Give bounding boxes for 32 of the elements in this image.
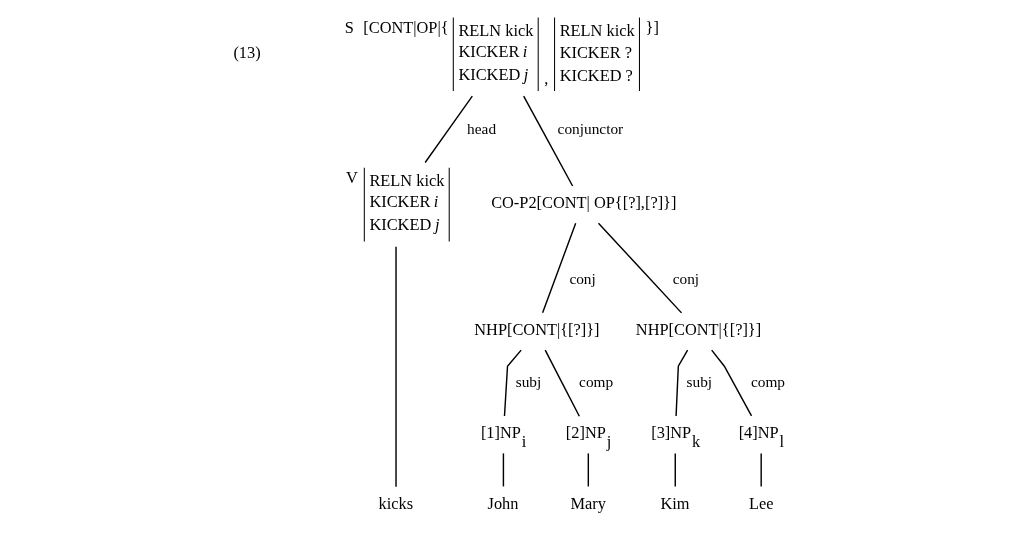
- connector: [760, 452, 762, 488]
- edge-label: conj: [569, 269, 596, 287]
- connector: [502, 452, 505, 488]
- connector: [522, 95, 574, 187]
- connector: [503, 349, 522, 417]
- edge-label: subj: [686, 373, 713, 391]
- edge-label: subj: [515, 373, 542, 391]
- node-text: NHP[CONT|{[?]}]: [635, 320, 762, 340]
- node-text: Kim: [660, 494, 690, 514]
- node-text: John: [487, 494, 519, 514]
- edge-label: conjunctor: [557, 119, 624, 137]
- node-text: kicks: [378, 494, 414, 514]
- node-text: NHP[CONT|{[?]}]: [474, 320, 600, 340]
- connector: [424, 95, 474, 164]
- connector: [710, 349, 753, 417]
- connector: [544, 349, 581, 417]
- label: (13): [233, 43, 261, 63]
- connector: [587, 452, 590, 488]
- edge-label: comp: [579, 373, 614, 391]
- connector: [395, 246, 397, 488]
- node-text: S [CONT|OP|{ RELN kick KICKER i KICKED j , RELN kick KICKER ? KICKED ? }]: [344, 17, 659, 88]
- connector: [597, 222, 683, 314]
- node-text: V RELN kick KICKER i KICKED j: [345, 167, 445, 234]
- node-text: CO-P2[CONT| OP{[?],[?]}]: [491, 193, 677, 213]
- edge-label: head: [467, 119, 497, 137]
- connector: [541, 222, 577, 314]
- node-text: Lee: [748, 494, 774, 514]
- edge-label: comp: [750, 373, 786, 391]
- edge-label: conj: [672, 269, 700, 287]
- connector: [675, 349, 689, 417]
- connector: [674, 452, 676, 488]
- node-text: Mary: [570, 494, 606, 514]
